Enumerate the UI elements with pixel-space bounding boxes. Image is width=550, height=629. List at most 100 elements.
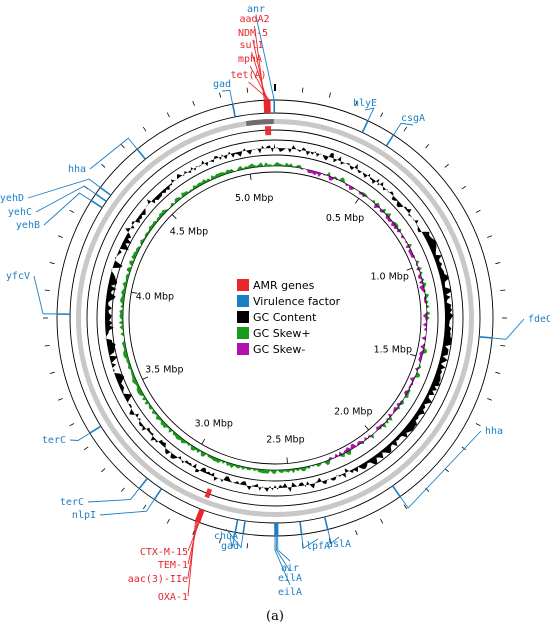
label-leader [364,107,375,121]
legend-swatch [237,343,249,355]
amr-marker [263,100,266,114]
gene-label: hlyE [353,98,377,109]
outer-tick [475,209,481,213]
outer-tick [355,100,358,106]
outer-tick [495,262,501,265]
outer-tick [219,538,222,544]
scale-tick [201,438,206,445]
label-leader [229,532,236,548]
gc-skew-track [118,162,431,475]
amr-inner-marker [205,488,210,498]
outer-tick [142,126,147,132]
virulence-marker [231,104,236,118]
gene-label: yfcV [6,271,30,282]
virulence-marker [385,134,395,147]
label-leader [89,137,138,170]
scale-label: 2.0 Mbp [334,407,372,418]
gene-label: terC [42,435,66,446]
gene-label: tet(A) [230,70,266,81]
amr-inner-marker [207,489,213,499]
legend-swatch [237,279,249,291]
outer-tick [44,344,50,347]
virulence-marker [361,120,369,133]
virulence-marker [479,335,493,339]
legend-label: Virulence factor [253,295,341,308]
label-leader [399,430,482,509]
outer-tick [49,262,55,265]
outer-tick [301,87,304,93]
legend-swatch [237,311,249,323]
gene-label: hha [68,164,86,175]
outer-tick [380,518,384,524]
outer-tick [380,112,384,118]
gene-label: TEM-1 [158,560,188,571]
virulence-marker [99,186,112,196]
label-leader [301,534,319,550]
scale-label: 3.0 Mbp [195,419,233,430]
label-leader [99,499,155,516]
ring-circle [128,171,422,465]
virulence-marker [299,521,303,535]
gene-label: air [281,563,299,574]
scale-label: 5.0 Mbp [235,193,273,204]
gene-label: terC [60,497,84,508]
legend-swatch [237,295,249,307]
outer-tick [166,518,170,524]
amr-marker [196,509,203,522]
outer-tick [500,289,506,292]
virulence-marker [323,516,329,530]
gene-label: NDM-5 [238,28,268,39]
virulence-marker [89,425,102,434]
gene-label: sul1 [239,40,263,51]
scale-tick [249,174,252,181]
label-leader [69,432,91,441]
amr-inner-marker [204,488,209,498]
legend-label: GC Skew+ [253,327,311,340]
label-leader [274,536,291,586]
label-leader [221,89,234,105]
legend-swatch [237,327,249,339]
label-leader [225,528,244,549]
label-leader [393,122,414,136]
amr-marker [194,508,202,522]
outer-tick [83,446,89,451]
scale-label: 3.5 Mbp [145,364,183,375]
gene-label: chuA [214,531,238,542]
scale-tick [131,291,138,294]
gene-label: eilA [278,573,302,584]
outer-tick [495,371,501,374]
outer-tick [69,209,75,213]
label-leader [33,275,58,315]
virulence-marker [95,193,107,203]
outer-tick [57,235,63,238]
gene-label: nlpI [72,510,96,521]
scale-label: 4.5 Mbp [170,226,208,237]
label-leader [492,318,525,340]
ring-circle [111,154,439,482]
amr-marker [198,509,205,523]
gene-label: csgA [401,113,425,124]
virulence-marker [136,148,146,160]
gc-skew-baseline [122,165,428,471]
virulence-marker [391,485,401,497]
outer-tick [403,504,408,510]
gene-label: aac(3)-IIe [128,574,188,585]
gene-label: fdeC [528,314,550,325]
virulence-marker [242,520,246,534]
legend-label: GC Content [253,311,317,324]
scale-tick [406,267,413,271]
amr-marker [264,100,268,114]
gene-label: aslA [327,539,351,550]
scale-tick [364,425,370,431]
label-leader [255,15,275,101]
gene-label: OXA-1 [158,592,188,603]
scale-tick [171,214,177,219]
gene-label-layer: anraadA2NDM-5sul1mphAtet(A)CTX-M-15TEM-1… [0,4,550,603]
outer-tick [246,87,249,93]
gene-label: aadA2 [239,14,269,25]
scale-tick [286,457,288,464]
outer-tick [487,235,493,238]
label-leader [35,185,96,213]
